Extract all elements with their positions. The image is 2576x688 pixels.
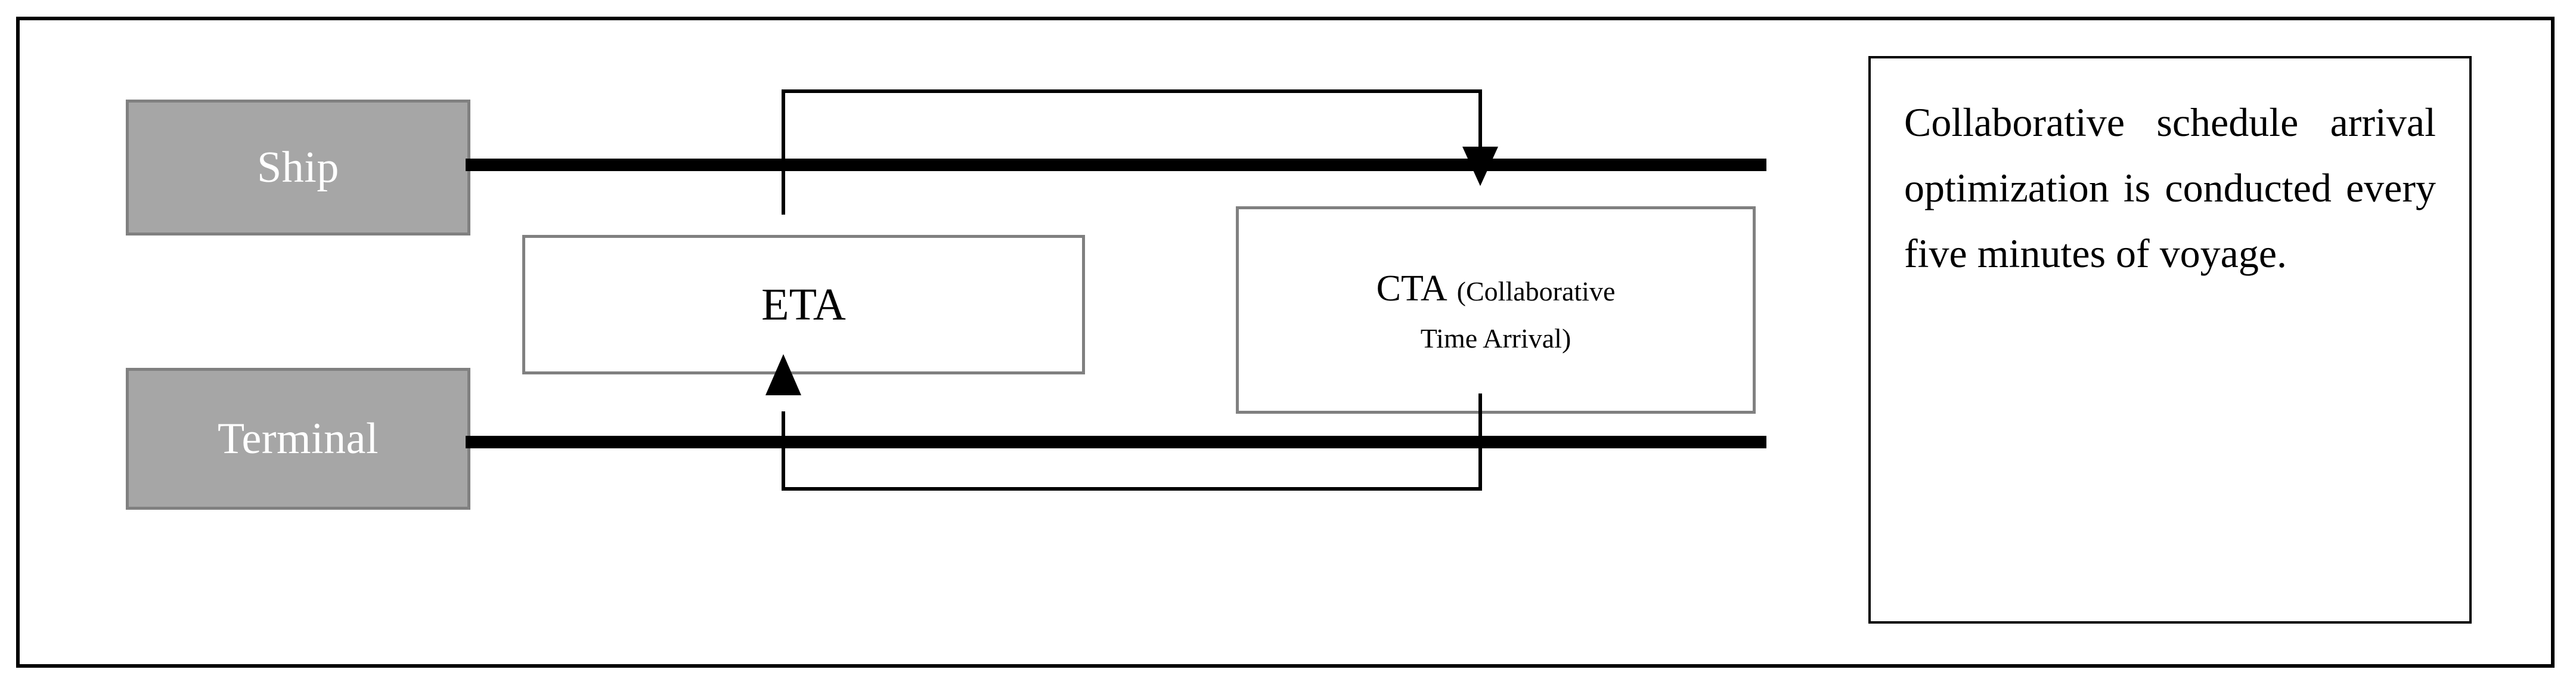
terminal-bus-line: [466, 436, 1766, 448]
eta-node[interactable]: ETA: [522, 235, 1085, 374]
cta-node-expansion-line1: (Collaborative: [1456, 276, 1616, 307]
ship-node-label: Ship: [257, 143, 339, 192]
note-panel: Collaborative schedule arrival optimizat…: [1868, 56, 2472, 624]
note-panel-text: Collaborative schedule arrival optimizat…: [1904, 100, 2436, 277]
terminal-node-label: Terminal: [217, 414, 379, 463]
cta-node-expansion-line2: Time Arrival): [1420, 323, 1571, 354]
ship-bus-line: [466, 159, 1766, 171]
cta-node[interactable]: CTA (Collaborative Time Arrival): [1236, 206, 1756, 414]
cta-node-acronym: CTA: [1376, 268, 1447, 309]
ship-node[interactable]: Ship: [126, 100, 470, 235]
eta-node-label: ETA: [761, 279, 846, 330]
cta-node-label-line1: CTA (Collaborative: [1377, 260, 1616, 317]
terminal-node[interactable]: Terminal: [126, 368, 470, 510]
